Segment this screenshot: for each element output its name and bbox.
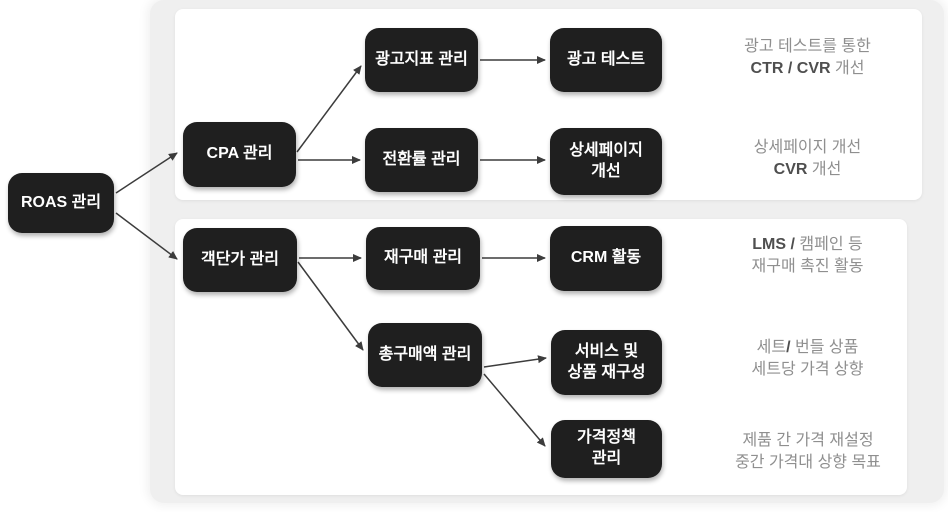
annotation-crm: LMS / 캠페인 등 재구매 촉진 활동 bbox=[705, 234, 910, 278]
node-cpa: CPA 관리 bbox=[183, 122, 296, 187]
annotation-line: 재구매 촉진 활동 bbox=[751, 258, 864, 275]
node-crm: CRM 활동 bbox=[550, 226, 662, 291]
node-repurchase: 재구매 관리 bbox=[366, 227, 480, 290]
annotation-line: 상세페이지 개선 bbox=[753, 139, 862, 156]
annotation-service-recompose: 세트/ 번들 상품 세트당 가격 상향 bbox=[705, 337, 910, 381]
node-service-recompose: 서비스 및 상품 재구성 bbox=[551, 330, 662, 395]
annotation-line: 중간 가격대 상향 목표 bbox=[735, 454, 881, 471]
node-conversion-rate: 전환률 관리 bbox=[365, 128, 478, 192]
node-detail-page: 상세페이지 개선 bbox=[550, 128, 662, 195]
annotation-line: 세트/ 번들 상품 bbox=[756, 339, 859, 356]
annotation-ad-test: 광고 테스트를 통한 CTR / CVR 개선 bbox=[705, 36, 910, 80]
node-ad-metrics: 광고지표 관리 bbox=[365, 28, 478, 92]
node-roas: ROAS 관리 bbox=[8, 173, 114, 233]
annotation-line: LMS / 캠페인 등 bbox=[752, 236, 863, 253]
annotation-line: 세트당 가격 상향 bbox=[751, 361, 864, 378]
annotation-line: 제품 간 가격 재설정 bbox=[742, 432, 874, 449]
node-pricing-policy: 가격정책 관리 bbox=[551, 420, 662, 478]
annotation-pricing-policy: 제품 간 가격 재설정 중간 가격대 상향 목표 bbox=[697, 430, 919, 474]
annotation-line: CVR 개선 bbox=[773, 161, 842, 178]
node-total-purchase: 총구매액 관리 bbox=[368, 323, 482, 387]
annotation-detail-page: 상세페이지 개선 CVR 개선 bbox=[705, 137, 910, 181]
node-aov: 객단가 관리 bbox=[183, 228, 297, 292]
annotation-line: CTR / CVR 개선 bbox=[750, 60, 865, 77]
annotation-line: 광고 테스트를 통한 bbox=[744, 38, 871, 55]
node-ad-test: 광고 테스트 bbox=[550, 28, 662, 92]
